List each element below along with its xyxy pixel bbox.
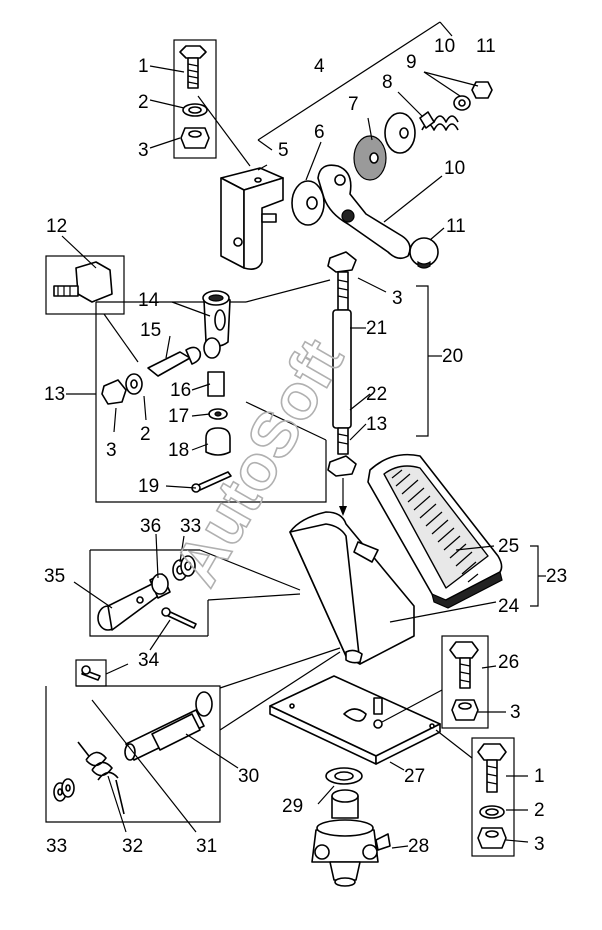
part-number-labels: 1 2 3 4 5 6 7 8 9 10 11 10 11 12 13 14 1… <box>44 36 567 857</box>
label-l36: 36 <box>140 516 161 537</box>
adjusting-rod <box>327 251 429 516</box>
bolt-box-right-upper <box>441 635 489 729</box>
label-l30: 30 <box>238 766 259 787</box>
brake-valve-28 <box>311 767 391 887</box>
label-l2a: 2 <box>138 92 149 113</box>
label-l3c: 3 <box>392 288 403 309</box>
label-l20: 20 <box>442 346 463 367</box>
label-l26: 26 <box>498 652 519 673</box>
label-l24: 24 <box>498 596 520 617</box>
label-l3e: 3 <box>534 834 545 855</box>
label-l25: 25 <box>498 536 519 557</box>
label-l3a: 3 <box>138 140 149 161</box>
label-l16: 16 <box>170 380 191 401</box>
label-l33a: 33 <box>180 516 201 537</box>
pin-box <box>89 549 301 637</box>
label-l34: 34 <box>138 650 160 671</box>
label-l11a: 11 <box>476 36 496 57</box>
label-l23: 23 <box>546 566 567 587</box>
label-l35: 35 <box>44 566 65 587</box>
label-l28: 28 <box>408 836 429 857</box>
pedal-pad-25 <box>367 453 503 609</box>
label-l22: 22 <box>366 384 387 405</box>
label-l29: 29 <box>282 796 303 817</box>
bolt-box-right-lower <box>471 737 515 857</box>
leader-lines <box>61 21 479 489</box>
label-l10b: 10 <box>444 158 465 179</box>
pedal-lever-assembly <box>291 81 493 269</box>
pedal-24 <box>289 511 415 665</box>
label-l1a: 1 <box>138 56 149 77</box>
label-l3d: 3 <box>510 702 521 723</box>
label-l13b: 13 <box>366 414 387 435</box>
shaft-box <box>45 647 341 823</box>
label-l1b: 1 <box>534 766 545 787</box>
label-l6: 6 <box>314 122 325 143</box>
label-l17: 17 <box>168 406 189 427</box>
label-l5: 5 <box>278 140 289 161</box>
label-l4: 4 <box>314 56 325 77</box>
bracket-5 <box>220 167 284 270</box>
label-l31: 31 <box>196 836 217 857</box>
label-l2b: 2 <box>140 424 151 445</box>
label-l10a: 10 <box>434 36 455 57</box>
label-l13a: 13 <box>44 384 65 405</box>
label-l32: 32 <box>122 836 143 857</box>
base-plate-27 <box>269 675 441 765</box>
label-l21: 21 <box>366 318 387 339</box>
label-l2c: 2 <box>534 800 545 821</box>
label-l9: 9 <box>406 52 417 73</box>
label-l27: 27 <box>404 766 425 787</box>
label-l12: 12 <box>46 216 67 237</box>
label-l18: 18 <box>168 440 189 461</box>
label-l15: 15 <box>140 320 161 341</box>
label-l3b: 3 <box>106 440 117 461</box>
label-l14: 14 <box>138 290 160 311</box>
label-l7: 7 <box>348 94 359 115</box>
bolt-box-top <box>173 39 217 159</box>
label-l33b: 33 <box>46 836 67 857</box>
label-l11b: 11 <box>446 216 466 237</box>
label-l19: 19 <box>138 476 159 497</box>
label-l8: 8 <box>382 72 393 93</box>
